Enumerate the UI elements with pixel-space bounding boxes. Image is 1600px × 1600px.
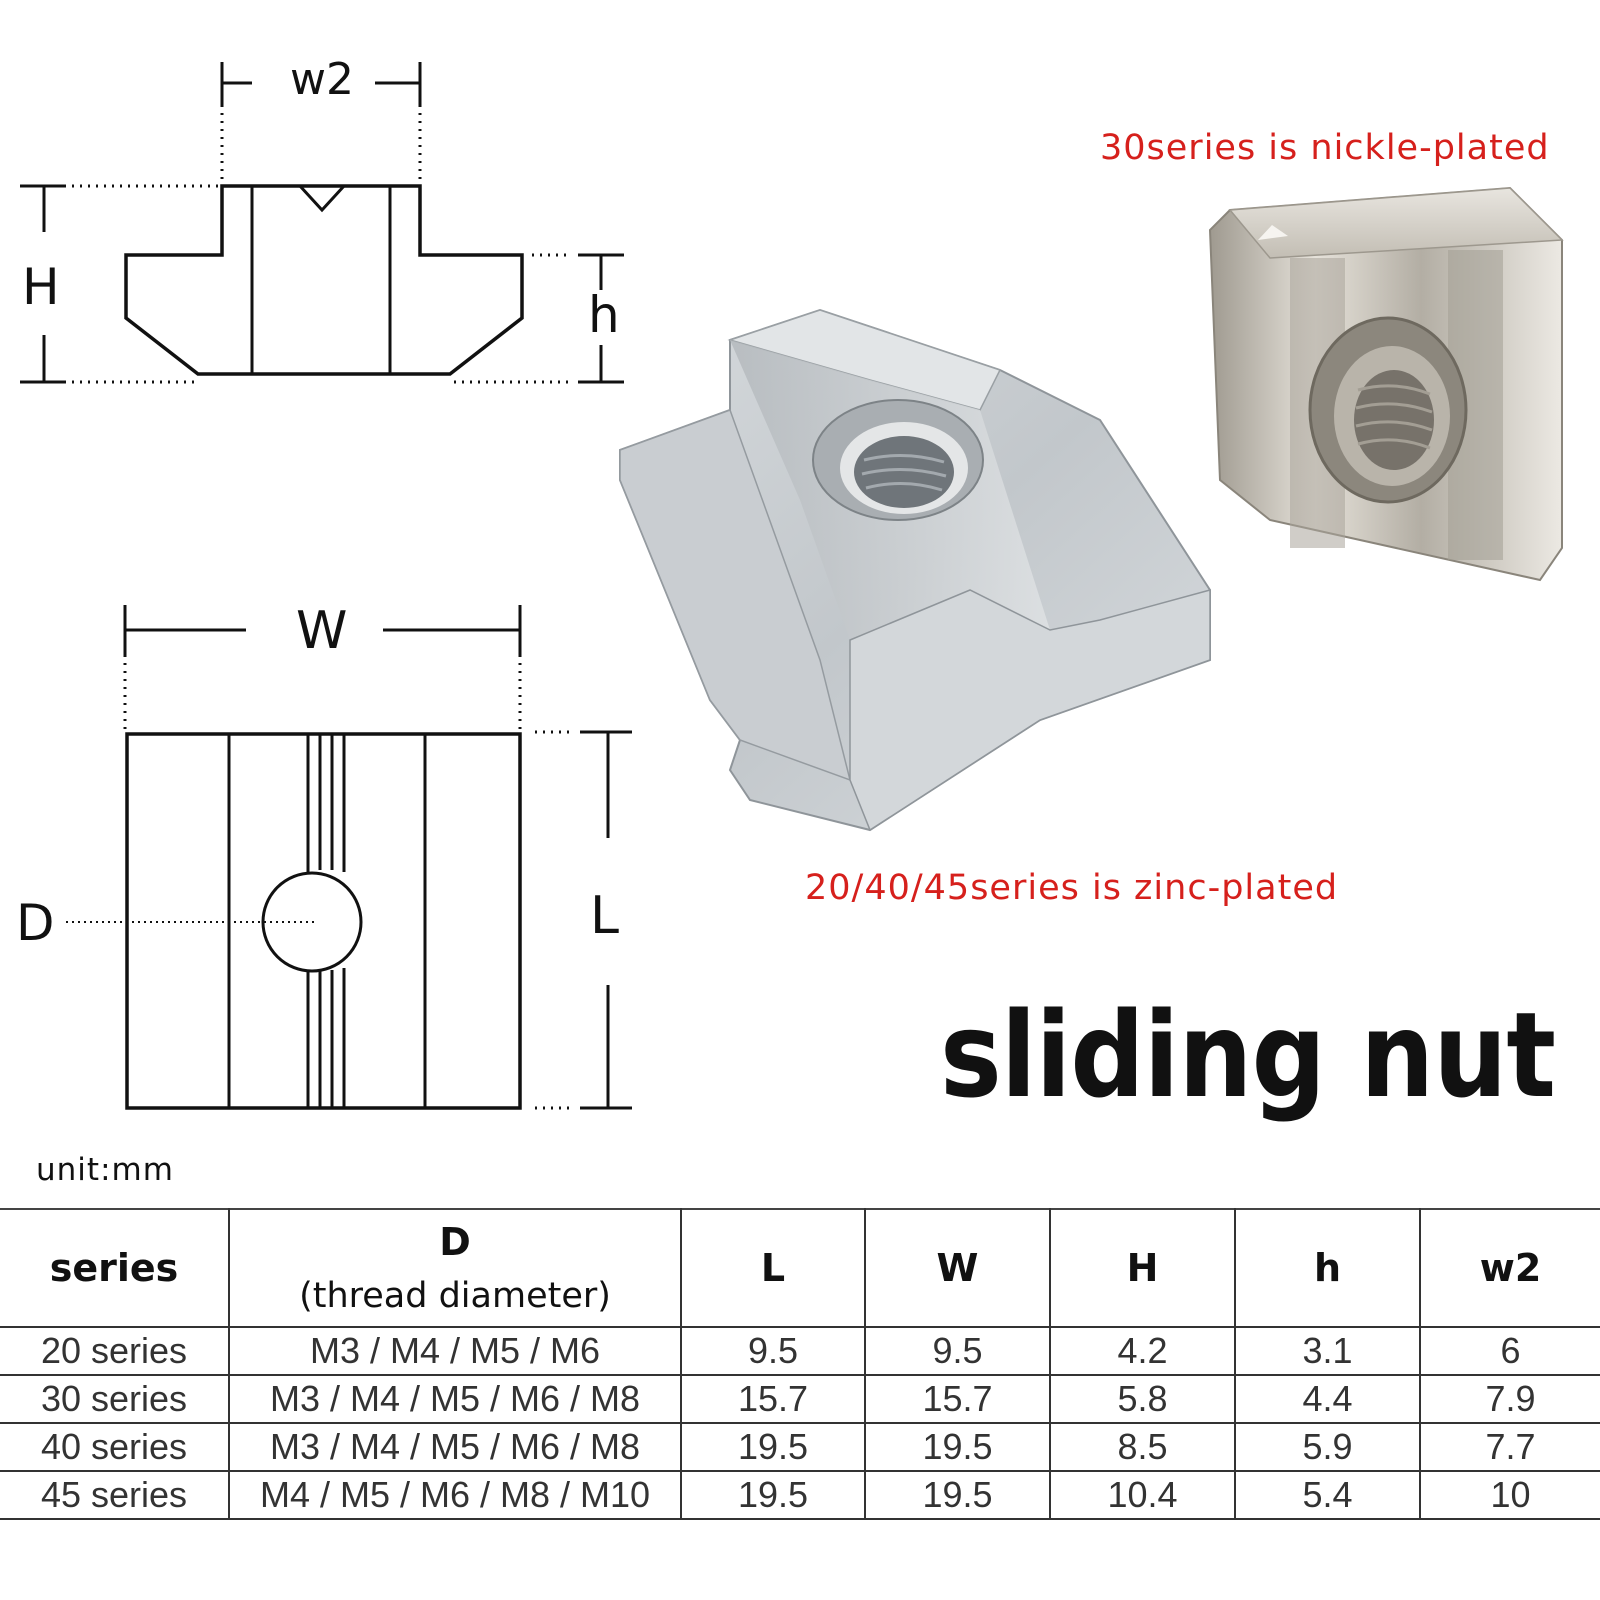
nickel-nut-photo: [1208, 186, 1564, 582]
h-label: h: [588, 286, 620, 344]
nickel-caption: 30series is nickle-plated: [1100, 128, 1550, 168]
cell-l: 19.5: [680, 1422, 866, 1472]
spec-table: series D(thread diameter) L W H h w2 20 …: [0, 1208, 1600, 1520]
cell-d: M3 / M4 / M5 / M6 / M8: [228, 1422, 682, 1472]
cell-h-upper: 8.5: [1049, 1422, 1236, 1472]
D-label: D: [16, 894, 55, 952]
table-header-row: series D(thread diameter) L W H h w2: [0, 1208, 1600, 1328]
header-l: L: [680, 1208, 866, 1328]
table-row: 45 series M4 / M5 / M6 / M8 / M10 19.5 1…: [0, 1470, 1600, 1520]
header-w: W: [864, 1208, 1051, 1328]
front-drawing: [66, 605, 632, 1110]
cell-h-lower: 3.1: [1234, 1326, 1421, 1376]
table-row: 20 series M3 / M4 / M5 / M6 9.5 9.5 4.2 …: [0, 1326, 1600, 1376]
unit-label: unit:mm: [36, 1152, 174, 1188]
header-series: series: [0, 1208, 230, 1328]
cell-h-lower: 5.9: [1234, 1422, 1421, 1472]
cell-w2: 10: [1419, 1470, 1600, 1520]
w2-label: w2: [290, 54, 354, 105]
cell-d: M3 / M4 / M5 / M6 / M8: [228, 1374, 682, 1424]
W-label: W: [296, 601, 348, 661]
cell-w2: 6: [1419, 1326, 1600, 1376]
L-label: L: [590, 886, 619, 946]
cell-l: 9.5: [680, 1326, 866, 1376]
cell-series: 30 series: [0, 1374, 230, 1424]
cell-series: 40 series: [0, 1422, 230, 1472]
zinc-caption: 20/40/45series is zinc-plated: [805, 868, 1339, 908]
zinc-nut-photo: [619, 308, 1211, 832]
cell-l: 15.7: [680, 1374, 866, 1424]
cell-h-upper: 10.4: [1049, 1470, 1236, 1520]
cell-series: 20 series: [0, 1326, 230, 1376]
cell-h-lower: 5.4: [1234, 1470, 1421, 1520]
cell-w: 15.7: [864, 1374, 1051, 1424]
cell-w: 9.5: [864, 1326, 1051, 1376]
table-row: 40 series M3 / M4 / M5 / M6 / M8 19.5 19…: [0, 1422, 1600, 1472]
cell-w: 19.5: [864, 1422, 1051, 1472]
header-h-upper: H: [1049, 1208, 1236, 1328]
header-d: D(thread diameter): [228, 1208, 682, 1328]
product-title: sliding nut: [940, 986, 1556, 1124]
cell-h-lower: 4.4: [1234, 1374, 1421, 1424]
cell-h-upper: 4.2: [1049, 1326, 1236, 1376]
header-w2: w2: [1419, 1208, 1600, 1328]
cell-l: 19.5: [680, 1470, 866, 1520]
cell-w2: 7.9: [1419, 1374, 1600, 1424]
cell-w2: 7.7: [1419, 1422, 1600, 1472]
cell-d: M4 / M5 / M6 / M8 / M10: [228, 1470, 682, 1520]
cell-h-upper: 5.8: [1049, 1374, 1236, 1424]
cell-series: 45 series: [0, 1470, 230, 1520]
cell-w: 19.5: [864, 1470, 1051, 1520]
profile-drawing: [20, 62, 624, 384]
header-h-lower: h: [1234, 1208, 1421, 1328]
table-row: 30 series M3 / M4 / M5 / M6 / M8 15.7 15…: [0, 1374, 1600, 1424]
cell-d: M3 / M4 / M5 / M6: [228, 1326, 682, 1376]
H-label: H: [22, 258, 60, 316]
